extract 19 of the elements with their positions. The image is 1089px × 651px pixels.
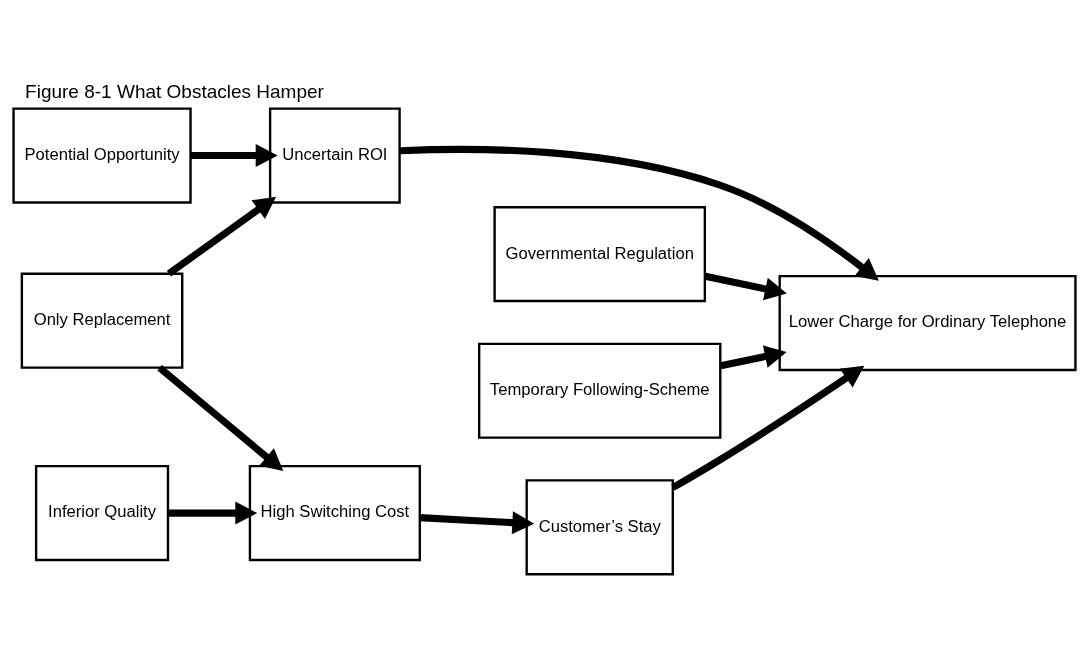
node-box: Uncertain ROI — [268, 106, 401, 204]
node-box: Lower Charge for Ordinary Telephone — [778, 274, 1077, 371]
diagram-title: Figure 8-1 What Obstacles Hamper — [25, 80, 324, 102]
arrow — [399, 145, 879, 281]
node-box: Only Replacement — [20, 272, 184, 369]
arrow — [166, 196, 277, 276]
arrow — [720, 344, 787, 369]
arrow — [190, 143, 278, 167]
arrow — [704, 272, 787, 300]
arrow — [168, 501, 258, 525]
node-box: Governmental Regulation — [493, 205, 707, 302]
node-box: Potential Opportunity — [12, 106, 192, 204]
node-box: Customer’s Stay — [525, 478, 674, 575]
arrow — [419, 510, 535, 534]
node-box: Temporary Following-Scheme — [478, 342, 722, 439]
node-box: Inferior Quality — [34, 464, 170, 561]
node-box: High Switching Cost — [248, 464, 421, 561]
arrow — [157, 364, 284, 471]
arrow — [671, 365, 865, 491]
